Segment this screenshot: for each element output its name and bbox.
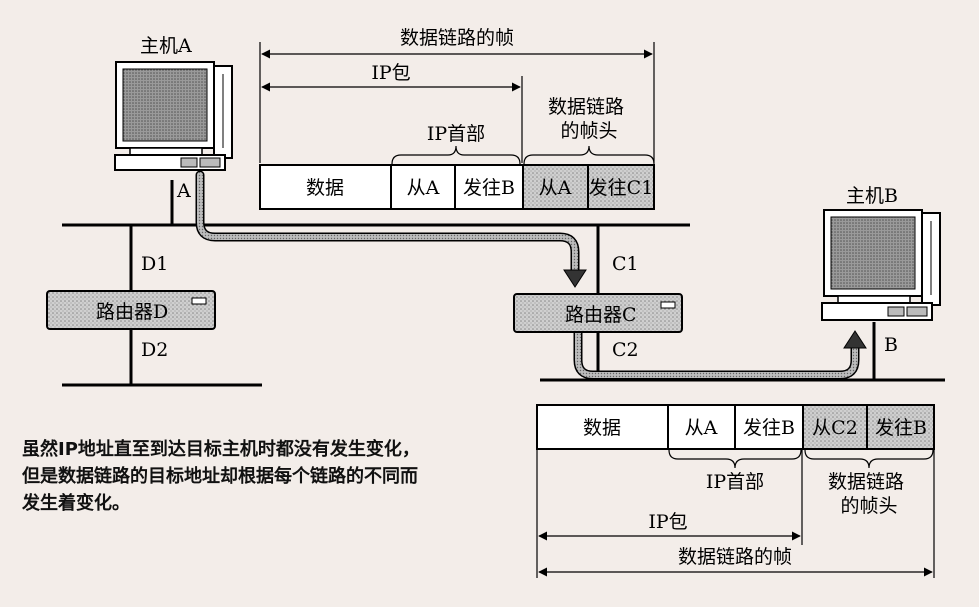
router-d-icon bbox=[46, 290, 216, 330]
host-a-computer-icon bbox=[114, 61, 233, 171]
frame-top-cell-link-dst: 发往C1 bbox=[589, 177, 654, 199]
router-c-icon bbox=[513, 293, 683, 333]
host-a-label: 主机A bbox=[140, 35, 192, 57]
frame-top-cell-data: 数据 bbox=[306, 177, 344, 199]
frame-top-cell-link-src: 从A bbox=[539, 177, 572, 199]
frame-bottom-cell-data: 数据 bbox=[583, 417, 621, 439]
frame-bottom-cell-ip-src: 从A bbox=[685, 417, 718, 439]
frame-bottom-cell-link-src: 从C2 bbox=[812, 417, 858, 439]
host-b-label: 主机B bbox=[846, 185, 898, 207]
frame-bottom-span-frame: 数据链路的帧 bbox=[678, 546, 792, 568]
frame-bottom-span-ip-packet: IP包 bbox=[648, 511, 687, 533]
frame-bottom-cell-ip-dst: 发往B bbox=[743, 417, 795, 439]
frame-top-cell-ip-dst: 发往B bbox=[463, 177, 515, 199]
frame-top: 数据链路的帧 IP包 IP首部 数据链路 的帧头 数据 从A 发往B 从A 发往… bbox=[259, 27, 655, 210]
frame-bottom-cell-link-dst: 发往B bbox=[875, 417, 927, 439]
note-line-3: 发生着变化。 bbox=[22, 493, 130, 514]
explanation-note: 虽然IP地址直至到达目标主机时都没有发生变化， 但是数据链路的目标地址却根据每个… bbox=[22, 436, 542, 517]
packet-path bbox=[195, 170, 867, 380]
host-a-port-label: A bbox=[176, 180, 191, 202]
router-d-port-up-label: D1 bbox=[141, 253, 168, 275]
note-line-1: 虽然IP地址直至到达目标主机时都没有发生变化， bbox=[22, 439, 420, 460]
router-d-port-down-label: D2 bbox=[141, 339, 168, 361]
router-c-port-down-label: C2 bbox=[612, 339, 639, 361]
router-c-port-up-label: C1 bbox=[612, 253, 639, 275]
frame-top-link-header-label: 数据链路 的帧头 bbox=[548, 96, 630, 142]
frame-top-span-ip-packet: IP包 bbox=[371, 62, 410, 84]
host-b-port-label: B bbox=[884, 334, 898, 356]
router-c-label: 路由器C bbox=[565, 304, 637, 326]
network-lines bbox=[62, 180, 945, 387]
note-line-2: 但是数据链路的目标地址却根据每个链路的不同而 bbox=[22, 466, 418, 487]
frame-bottom-ip-header-label: IP首部 bbox=[706, 471, 764, 493]
frame-top-span-frame: 数据链路的帧 bbox=[400, 27, 514, 49]
frame-top-ip-header-label: IP首部 bbox=[427, 123, 485, 145]
host-b-computer-icon bbox=[821, 209, 941, 321]
frame-bottom-link-header-label: 数据链路 的帧头 bbox=[828, 471, 910, 517]
frame-bottom: 数据 从A 发往B 从C2 发往B IP首部 数据链路 的帧头 IP包 数据链路… bbox=[536, 404, 935, 578]
frame-top-cell-ip-src: 从A bbox=[407, 177, 440, 199]
router-d-label: 路由器D bbox=[96, 301, 168, 323]
